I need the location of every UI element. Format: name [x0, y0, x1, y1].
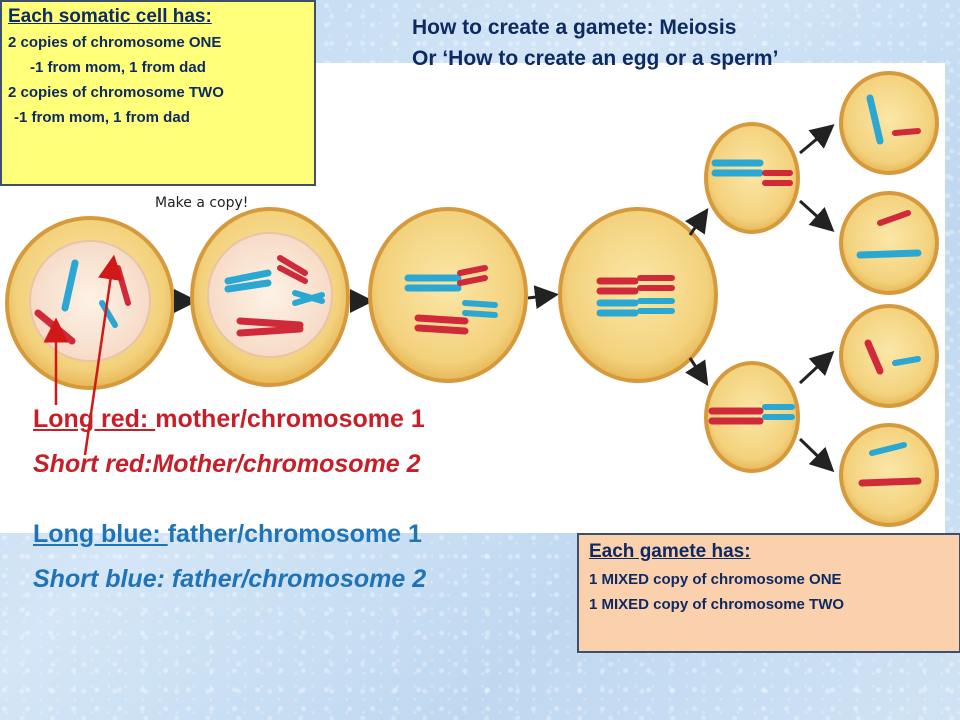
legend-long-blue-key: Long blue:: [33, 520, 168, 548]
cell-5-daughter-upper: [704, 122, 800, 234]
somatic-heading: Each somatic cell has:: [8, 6, 212, 27]
gamete-info-box: Each gamete has: 1 MIXED copy of chromos…: [577, 533, 960, 653]
legend-long-blue-value: father/chromosome 1: [167, 520, 422, 548]
gamete-line-1: 1 MIXED copy of chromosome ONE: [589, 571, 842, 588]
somatic-line-4: -1 from mom, 1 from dad: [14, 109, 190, 126]
legend-long-red-value: mother/chromosome 1: [155, 405, 425, 433]
gamete-heading: Each gamete has:: [589, 541, 751, 562]
gamete-3: [839, 304, 939, 408]
title-line-1: How to create a gamete: Meiosis: [412, 16, 737, 39]
somatic-line-2: -1 from mom, 1 from dad: [30, 59, 206, 76]
legend-long-blue: Long blue: father/chromosome 1: [33, 520, 422, 549]
legend-long-red-key: Long red:: [33, 405, 156, 433]
make-copy-label: Make a copy!: [155, 195, 249, 211]
gamete-4: [839, 423, 939, 527]
gamete-2: [839, 191, 939, 295]
meiosis-diagram-panel: [0, 63, 945, 533]
cell-3-metaphase: [368, 207, 528, 383]
chromosome-long-blue: [61, 259, 79, 312]
legend-short-blue: Short blue: father/chromosome 2: [33, 565, 427, 593]
legend-short-red: Short red:Mother/chromosome 2: [33, 450, 421, 478]
page-title: How to create a gamete: Meiosis Or ‘How …: [412, 12, 778, 74]
somatic-line-3: 2 copies of chromosome TWO: [8, 84, 224, 101]
somatic-cell-info-box: Each somatic cell has: 2 copies of chrom…: [0, 0, 316, 186]
cell-1-parent: [5, 216, 175, 390]
cell-2-replicated: [190, 207, 350, 387]
cell-4-metaphase-i: [558, 207, 718, 383]
somatic-line-1: 2 copies of chromosome ONE: [8, 34, 222, 51]
legend-long-red: Long red: mother/chromosome 1: [33, 405, 425, 434]
gamete-line-2: 1 MIXED copy of chromosome TWO: [589, 596, 845, 613]
gamete-1: [839, 71, 939, 175]
cell-6-daughter-lower: [704, 361, 800, 473]
title-line-2: Or ‘How to create an egg or a sperm’: [412, 47, 779, 70]
meiosis-diagram: [5, 71, 939, 527]
